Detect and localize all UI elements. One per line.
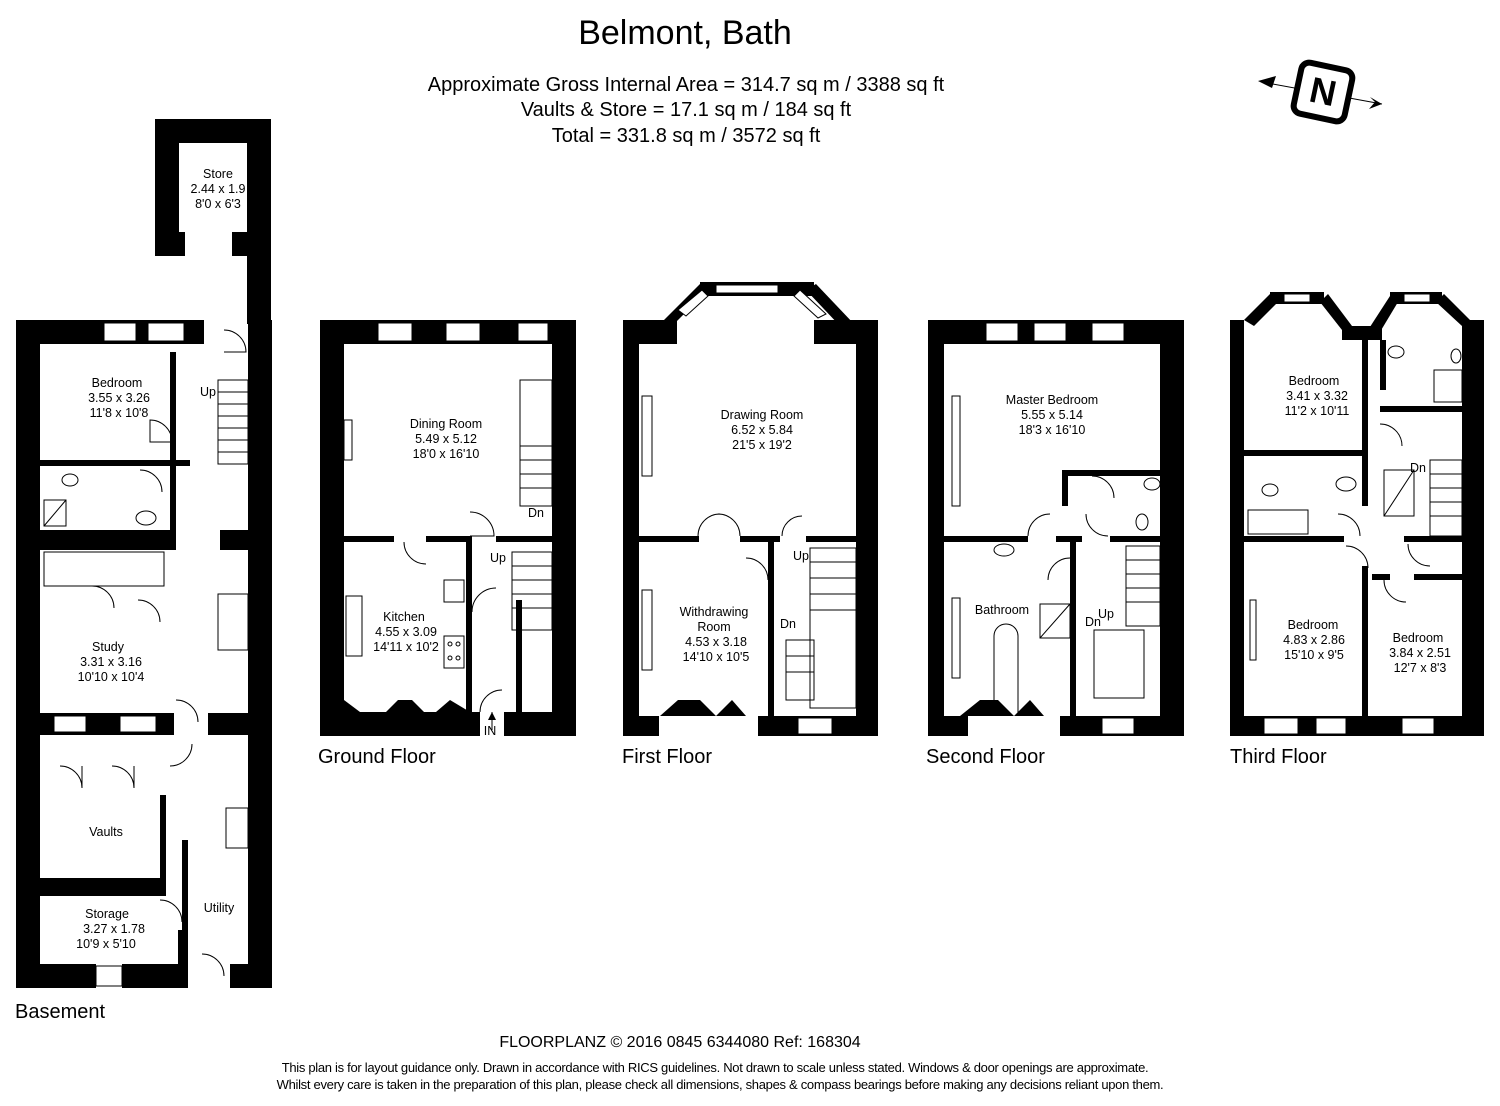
first-floor-label: First Floor <box>622 746 712 768</box>
third-bedroom-a-imperial: 11'2 x 10'11 <box>1285 404 1350 418</box>
second-master-name: Master Bedroom <box>1006 393 1098 407</box>
footer-disclaimer-1: This plan is for layout guidance only. D… <box>281 1060 1149 1075</box>
basement-study-name: Study <box>92 640 125 654</box>
ground-kitchen-metric: 4.55 x 3.09 <box>375 625 437 639</box>
third-bedroom-c-imperial: 12'7 x 8'3 <box>1394 661 1447 675</box>
third-floor-label: Third Floor <box>1230 746 1327 768</box>
footer-brand-line: FLOORPLANZ © 2016 0845 6344080 Ref: 1683… <box>499 1034 861 1051</box>
ground-dining-metric: 5.49 x 5.12 <box>415 432 477 446</box>
basement-vaults-name: Vaults <box>89 825 123 839</box>
third-stair-dn: Dn <box>1410 461 1426 475</box>
ground-dining-imperial: 18'0 x 16'10 <box>413 447 480 461</box>
basement-storage-metric: 3.27 x 1.78 <box>83 922 145 936</box>
first-withdrawing-imperial: 14'10 x 10'5 <box>683 650 750 664</box>
footer-disclaimer-2: Whilst every care is taken in the prepar… <box>276 1077 1164 1092</box>
second-stair-up: Up <box>1098 607 1114 621</box>
ground-floor-plan: Dining Room 5.49 x 5.12 18'0 x 16'10 Kit… <box>318 320 576 768</box>
third-bedroom-b-imperial: 15'10 x 9'5 <box>1284 648 1344 662</box>
third-bedroom-a-name: Bedroom <box>1289 374 1340 388</box>
basement-store-name: Store <box>203 167 233 181</box>
third-bedroom-b-metric: 4.83 x 2.86 <box>1283 633 1345 647</box>
ground-floor-label: Ground Floor <box>318 746 436 768</box>
first-withdrawing-name-1: Withdrawing <box>680 605 749 619</box>
basement-plan: Store 2.44 x 1.9 8'0 x 6'3 Bedroom 3.55 … <box>15 119 272 1023</box>
first-drawing-imperial: 21'5 x 19'2 <box>732 438 792 452</box>
ground-kitchen-name: Kitchen <box>383 610 425 624</box>
first-floor-plan: Drawing Room 6.52 x 5.84 21'5 x 19'2 Wit… <box>622 282 878 768</box>
basement-label: Basement <box>15 1001 105 1023</box>
first-withdrawing-metric: 4.53 x 3.18 <box>685 635 747 649</box>
basement-store-metric: 2.44 x 1.9 <box>191 182 246 196</box>
basement-storage-name: Storage <box>85 907 129 921</box>
ground-stair-up: Up <box>490 551 506 565</box>
basement-store-imperial: 8'0 x 6'3 <box>195 197 241 211</box>
basement-bedroom-metric: 3.55 x 3.26 <box>88 391 150 405</box>
gross-internal-area: Approximate Gross Internal Area = 314.7 … <box>427 74 945 96</box>
second-bathroom-name: Bathroom <box>975 603 1029 617</box>
ground-kitchen-imperial: 14'11 x 10'2 <box>373 640 439 654</box>
third-bedroom-c-name: Bedroom <box>1393 631 1444 645</box>
second-floor-label: Second Floor <box>926 746 1045 768</box>
ground-dining-name: Dining Room <box>410 417 482 431</box>
first-drawing-metric: 6.52 x 5.84 <box>731 423 793 437</box>
third-bedroom-a-metric: 3.41 x 3.32 <box>1286 389 1348 403</box>
ground-stair-dn: Dn <box>528 506 544 520</box>
second-master-metric: 5.55 x 5.14 <box>1021 408 1083 422</box>
basement-study-imperial: 10'10 x 10'4 <box>78 670 145 684</box>
first-drawing-name: Drawing Room <box>721 408 804 422</box>
total-area: Total = 331.8 sq m / 3572 sq ft <box>551 125 821 147</box>
basement-storage-imperial: 10'9 x 5'10 <box>76 937 136 951</box>
third-floor-plan: Bedroom 3.41 x 3.32 11'2 x 10'11 Bedroom… <box>1230 292 1484 768</box>
first-stair-up: Up <box>793 549 809 563</box>
second-master-imperial: 18'3 x 16'10 <box>1019 423 1086 437</box>
basement-study-metric: 3.31 x 3.16 <box>80 655 142 669</box>
second-stair-dn: Dn <box>1085 615 1101 629</box>
second-floor-plan: Master Bedroom 5.55 x 5.14 18'3 x 16'10 … <box>926 320 1184 768</box>
basement-bedroom-imperial: 11'8 x 10'8 <box>90 406 149 420</box>
property-title: Belmont, Bath <box>578 14 792 52</box>
basement-utility-name: Utility <box>204 901 235 915</box>
compass-icon: N <box>1258 59 1383 125</box>
vaults-store-area: Vaults & Store = 17.1 sq m / 184 sq ft <box>520 99 852 121</box>
basement-stair-label: Up <box>200 385 216 399</box>
first-withdrawing-name-2: Room <box>697 620 730 634</box>
basement-bedroom-name: Bedroom <box>92 376 143 390</box>
first-stair-dn: Dn <box>780 617 796 631</box>
ground-entrance-label: IN <box>484 724 497 738</box>
third-bedroom-b-name: Bedroom <box>1288 618 1339 632</box>
third-bedroom-c-metric: 3.84 x 2.51 <box>1389 646 1451 660</box>
